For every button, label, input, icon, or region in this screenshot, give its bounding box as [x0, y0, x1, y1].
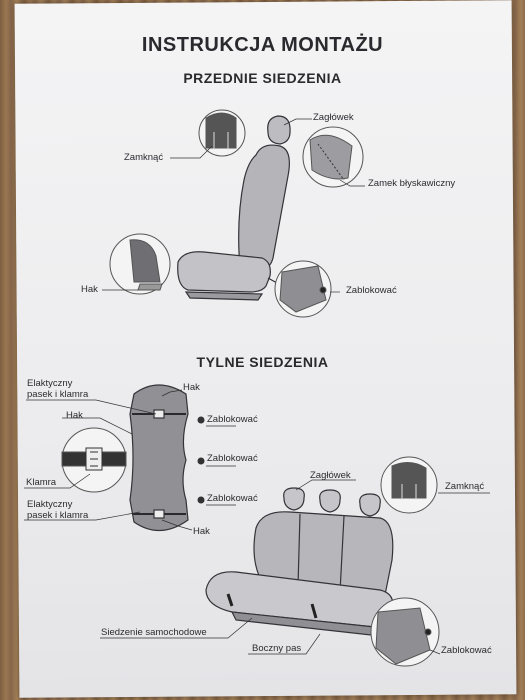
rear-hook-left-label: Hak [66, 410, 83, 421]
front-hook-zoom [109, 233, 171, 295]
front-zipper-label: Zamek błyskawiczny [368, 178, 456, 189]
rear-seats-heading: TYLNE SIEDZENIA [196, 354, 329, 370]
rear-elastic-strap-label-top-1: Elaktyczny [27, 378, 73, 389]
front-seats-heading: PRZEDNIE SIEDZENIA [183, 70, 342, 86]
front-headrest-zoom [198, 109, 246, 157]
front-headrest-label: Zagłówek [313, 112, 354, 123]
rear-hook-top-label: Hak [183, 382, 200, 393]
rear-buckle-label: Klamra [26, 477, 57, 488]
rear-lock-icons [197, 416, 205, 504]
rear-hook-bottom-label: Hak [193, 526, 210, 537]
rear-elastic-strap-label-bottom-1: Elaktyczny [27, 499, 73, 510]
front-leader-lines [102, 118, 365, 293]
rear-lock-zoom [370, 597, 440, 667]
rear-side-strap-label: Boczny pas [252, 643, 302, 654]
rear-leader-lines [24, 389, 490, 655]
main-title: INSTRUKCJA MONTAŻU [141, 34, 384, 56]
rear-elastic-strap-label-top-2: pasek i klamra [27, 389, 89, 400]
front-seat-illustration [177, 115, 291, 301]
rear-headrest-zoom [380, 456, 438, 514]
rear-close-label: Zamknąć [445, 481, 485, 492]
front-lock-zoom [274, 260, 332, 318]
rear-backrest-illustration [129, 384, 189, 532]
rear-lock-label-4: Zablokować [441, 645, 492, 656]
rear-lock-label-3: Zablokować [207, 493, 258, 504]
rear-elastic-strap-label-bottom-2: pasek i klamra [27, 510, 89, 521]
rear-buckle-zoom [61, 427, 127, 493]
rear-car-seat-label: Siedzenie samochodowe [101, 627, 207, 638]
rear-lock-label-2: Zablokować [207, 453, 258, 464]
front-lock-label: Zablokować [346, 285, 397, 296]
rear-headrest-label: Zagłówek [310, 470, 351, 481]
rear-bench-illustration [205, 487, 394, 637]
front-close-label: Zamknąć [124, 152, 164, 163]
front-hook-label: Hak [81, 284, 98, 295]
front-zipper-zoom [302, 126, 364, 188]
rear-lock-label-1: Zablokować [207, 414, 258, 425]
